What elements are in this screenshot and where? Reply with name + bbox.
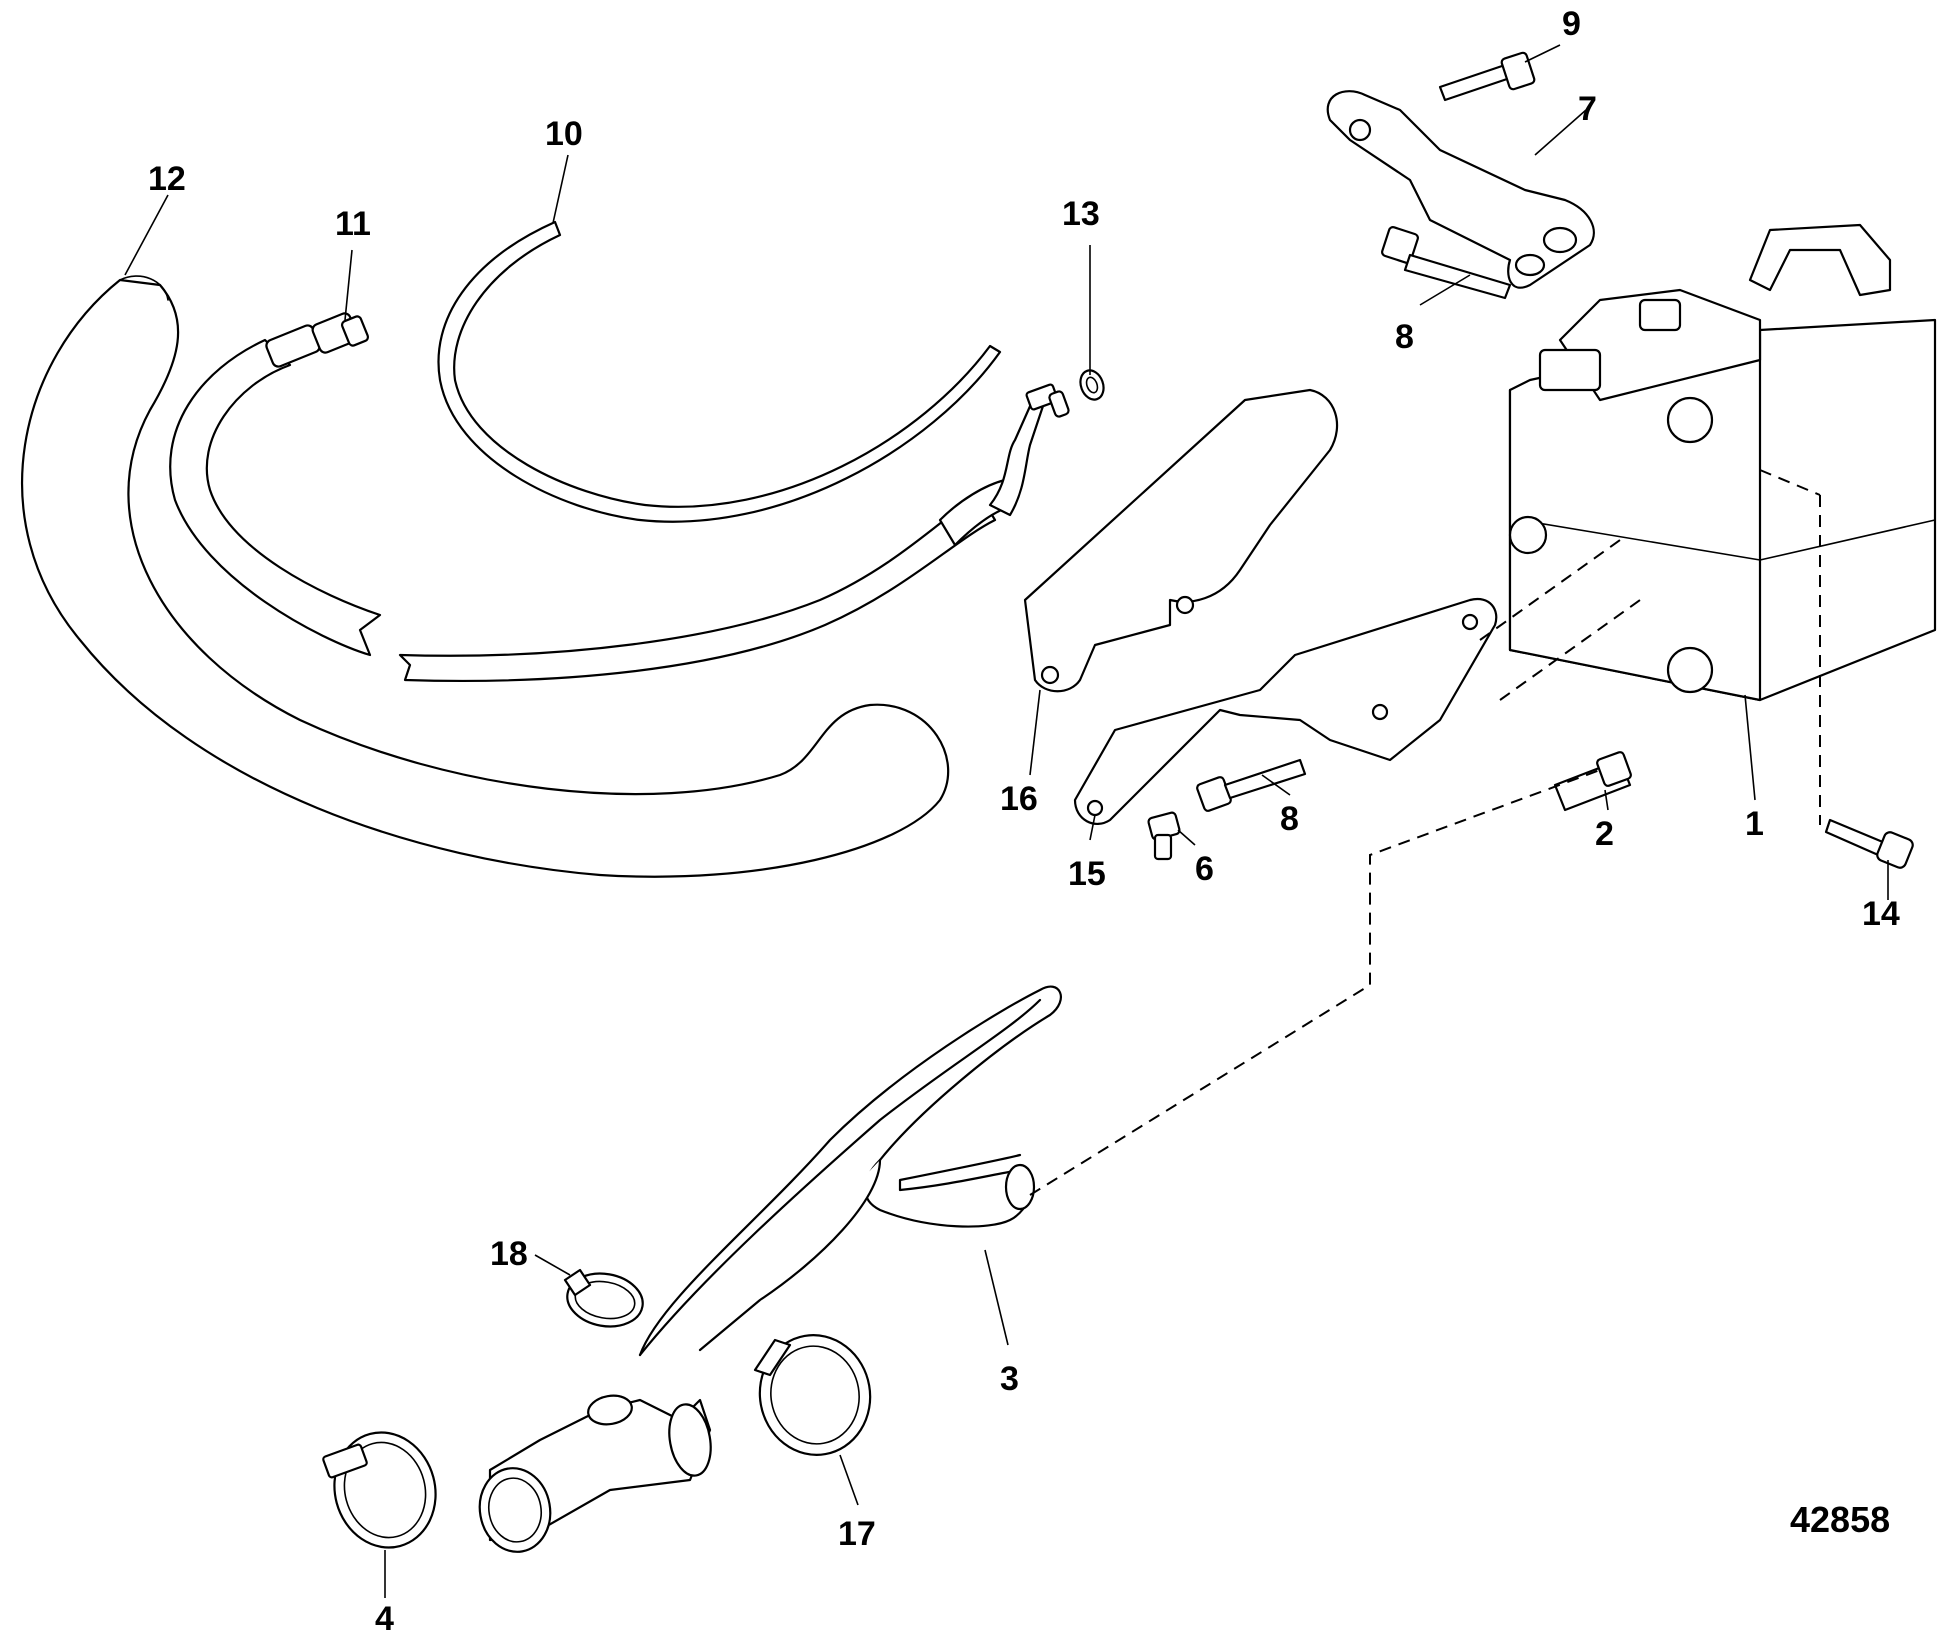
part-16-bracket <box>1023 388 1339 693</box>
part-10-vent-hose <box>437 220 1002 523</box>
part-9-bolt <box>1438 51 1536 102</box>
part-13-o-ring <box>1079 369 1105 401</box>
callout-16: 16 <box>1000 780 1038 818</box>
callout-14: 14 <box>1862 895 1900 933</box>
part-8-bolt-lower <box>1196 758 1307 812</box>
part-14-bolt <box>1824 818 1914 869</box>
part-18-clamp <box>563 1268 644 1328</box>
part-17-clamp <box>753 1334 872 1456</box>
callout-13: 13 <box>1062 195 1100 233</box>
callout-2: 2 <box>1595 815 1614 853</box>
callout-18: 18 <box>490 1235 528 1273</box>
callout-numbers: 9 7 8 10 11 12 13 16 15 8 6 2 1 14 3 18 … <box>148 5 1900 1633</box>
callout-7: 7 <box>1578 90 1597 128</box>
callout-4: 4 <box>375 1600 394 1633</box>
part-15-bracket <box>1073 597 1498 826</box>
callout-15: 15 <box>1068 855 1106 893</box>
callout-8-lower: 8 <box>1280 800 1299 838</box>
part-12-hose <box>20 275 950 878</box>
callout-10: 10 <box>545 115 583 153</box>
assembly-lines <box>1029 469 1821 1196</box>
figure-number: 42858 <box>1790 1499 1890 1540</box>
leader-lines <box>124 44 1889 1598</box>
callout-11: 11 <box>335 205 371 243</box>
part-2-fitting <box>1553 751 1632 812</box>
callout-9: 9 <box>1562 5 1581 43</box>
part-11-hose-lower <box>398 383 1070 682</box>
part-8-bolt-upper <box>1381 226 1512 300</box>
part-4-clamp <box>322 1431 437 1549</box>
part-7-bracket <box>1326 90 1595 289</box>
part-3-y-hose <box>638 985 1062 1357</box>
callout-3: 3 <box>1000 1360 1019 1398</box>
callout-12: 12 <box>148 160 186 198</box>
part-1-fuel-module <box>1508 223 1937 702</box>
callout-6: 6 <box>1195 850 1214 888</box>
part-11-fuel-line <box>169 312 382 657</box>
callout-8-upper: 8 <box>1395 318 1414 356</box>
callout-17: 17 <box>838 1515 876 1553</box>
callout-1: 1 <box>1745 805 1764 843</box>
part-3-tee-fitting <box>478 1394 712 1553</box>
part-6-bolt <box>1147 811 1181 861</box>
